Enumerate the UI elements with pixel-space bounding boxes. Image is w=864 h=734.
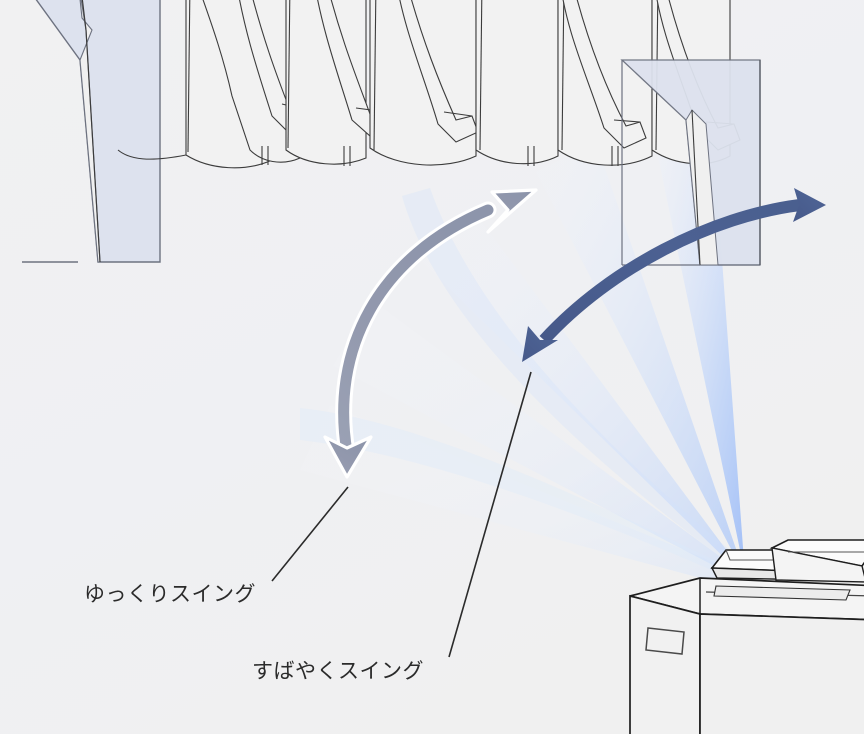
label-slow-swing: ゆっくりスイング xyxy=(84,583,256,606)
washing-machine xyxy=(629,539,864,734)
hanging-trousers-left xyxy=(22,0,161,263)
leader-line-slow xyxy=(271,486,349,582)
hanging-shirts xyxy=(117,0,741,169)
fast-swing-arrow xyxy=(522,188,826,362)
leader-line-fast xyxy=(448,371,532,658)
washer-side-panel xyxy=(645,627,685,655)
label-fast-swing: すばやくスイング xyxy=(252,660,424,683)
slow-swing-arrow xyxy=(323,188,538,479)
airflow-cone xyxy=(300,122,752,590)
